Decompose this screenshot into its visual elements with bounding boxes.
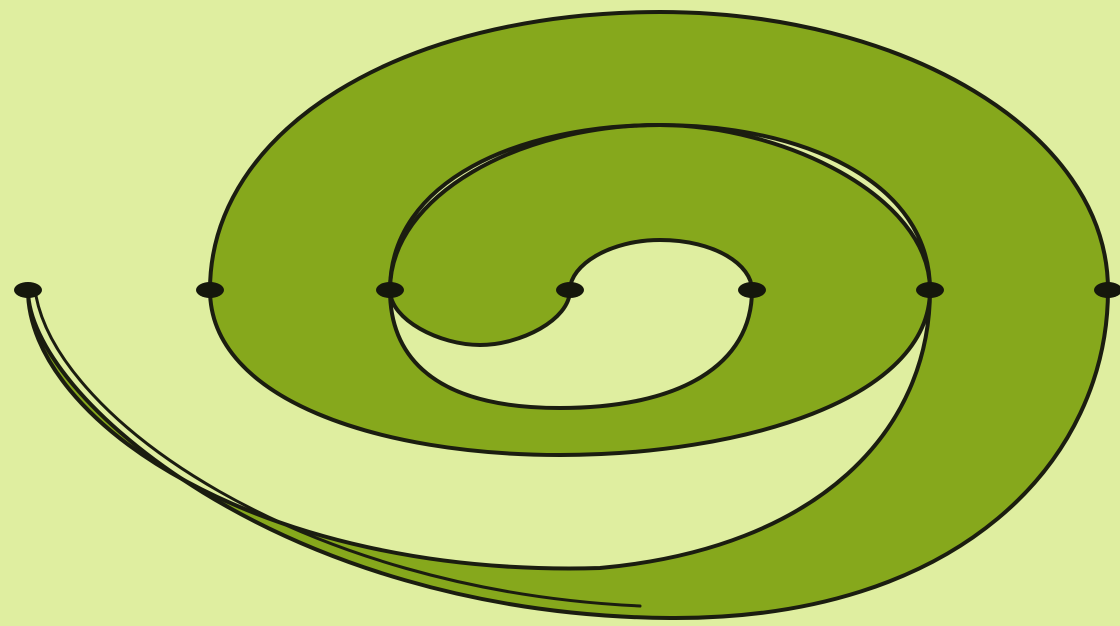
anchor-node-4 [556,282,584,298]
anchor-node-6 [916,282,944,298]
anchor-node-3 [376,282,404,298]
anchor-node-1 [14,282,42,298]
anchor-node-5 [738,282,766,298]
anchor-node-2 [196,282,224,298]
